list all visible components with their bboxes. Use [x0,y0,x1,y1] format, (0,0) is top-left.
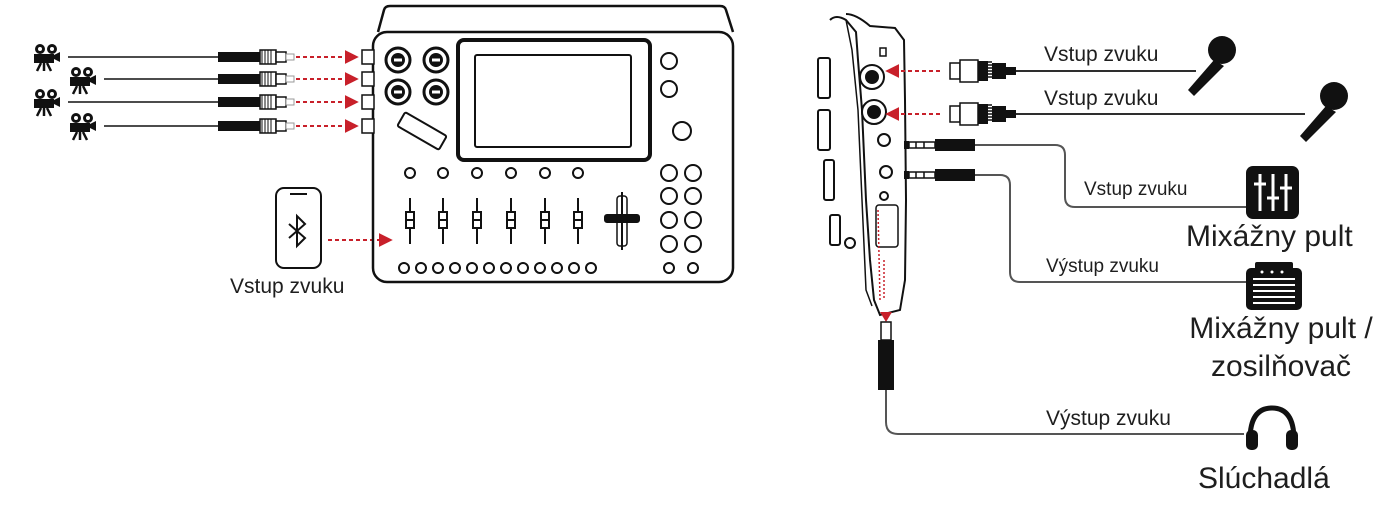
mixer-knobs [384,46,450,106]
video-camera-icon [68,111,98,142]
amplifier-device-label-line1: Mixážny pult / [1189,312,1373,345]
rca-plug [217,118,295,134]
headphone-cable-label: Výstup zvuku [1046,407,1171,430]
mixer-cable-label: Vstup zvuku [1084,179,1188,200]
xlr-plug [949,59,1017,83]
mic-1-input-label: Vstup zvuku [1044,43,1159,66]
mixer-sliders-icon [1246,166,1299,219]
amplifier-device-label-line2: zosilňovač [1210,350,1352,383]
amplifier-cable-label: Výstup zvuku [1046,256,1159,277]
microphone-icon [1300,82,1348,142]
video-camera-icon [68,65,98,96]
rca-plug [217,71,295,87]
device-side-view [817,13,908,317]
camera-cables [68,56,218,127]
t-bar-fader [604,192,640,250]
jack-plug [903,138,976,152]
headphones-icon [1246,405,1298,450]
jack-plug [903,168,976,182]
bluetooth-phone-icon [275,187,322,269]
mixer-device-label: Mixážny pult [1186,220,1353,253]
xlr-plug [949,102,1017,126]
mic-input-arrows [885,64,940,121]
mic-cables [1016,70,1305,115]
video-camera-icon [32,42,62,73]
video-mixer-device [361,4,735,284]
bluetooth-input-label: Vstup zvuku [230,275,345,298]
mixer-faders [405,197,583,245]
device-red-indicators [877,209,885,301]
mixer-controls [396,52,702,274]
rca-plug [217,49,295,65]
amplifier-icon [1246,262,1302,310]
headphone-plug [878,312,894,390]
microphone-icon [1188,36,1236,96]
headphone-cable [885,390,1244,435]
mic-2-input-label: Vstup zvuku [1044,87,1159,110]
mixer-cable [975,144,1246,208]
rca-plug [217,94,295,110]
headphones-device-label: Slúchadlá [1198,462,1330,495]
amplifier-cable [975,174,1246,283]
camera-input-arrows [296,50,359,133]
video-camera-icon [32,87,62,118]
